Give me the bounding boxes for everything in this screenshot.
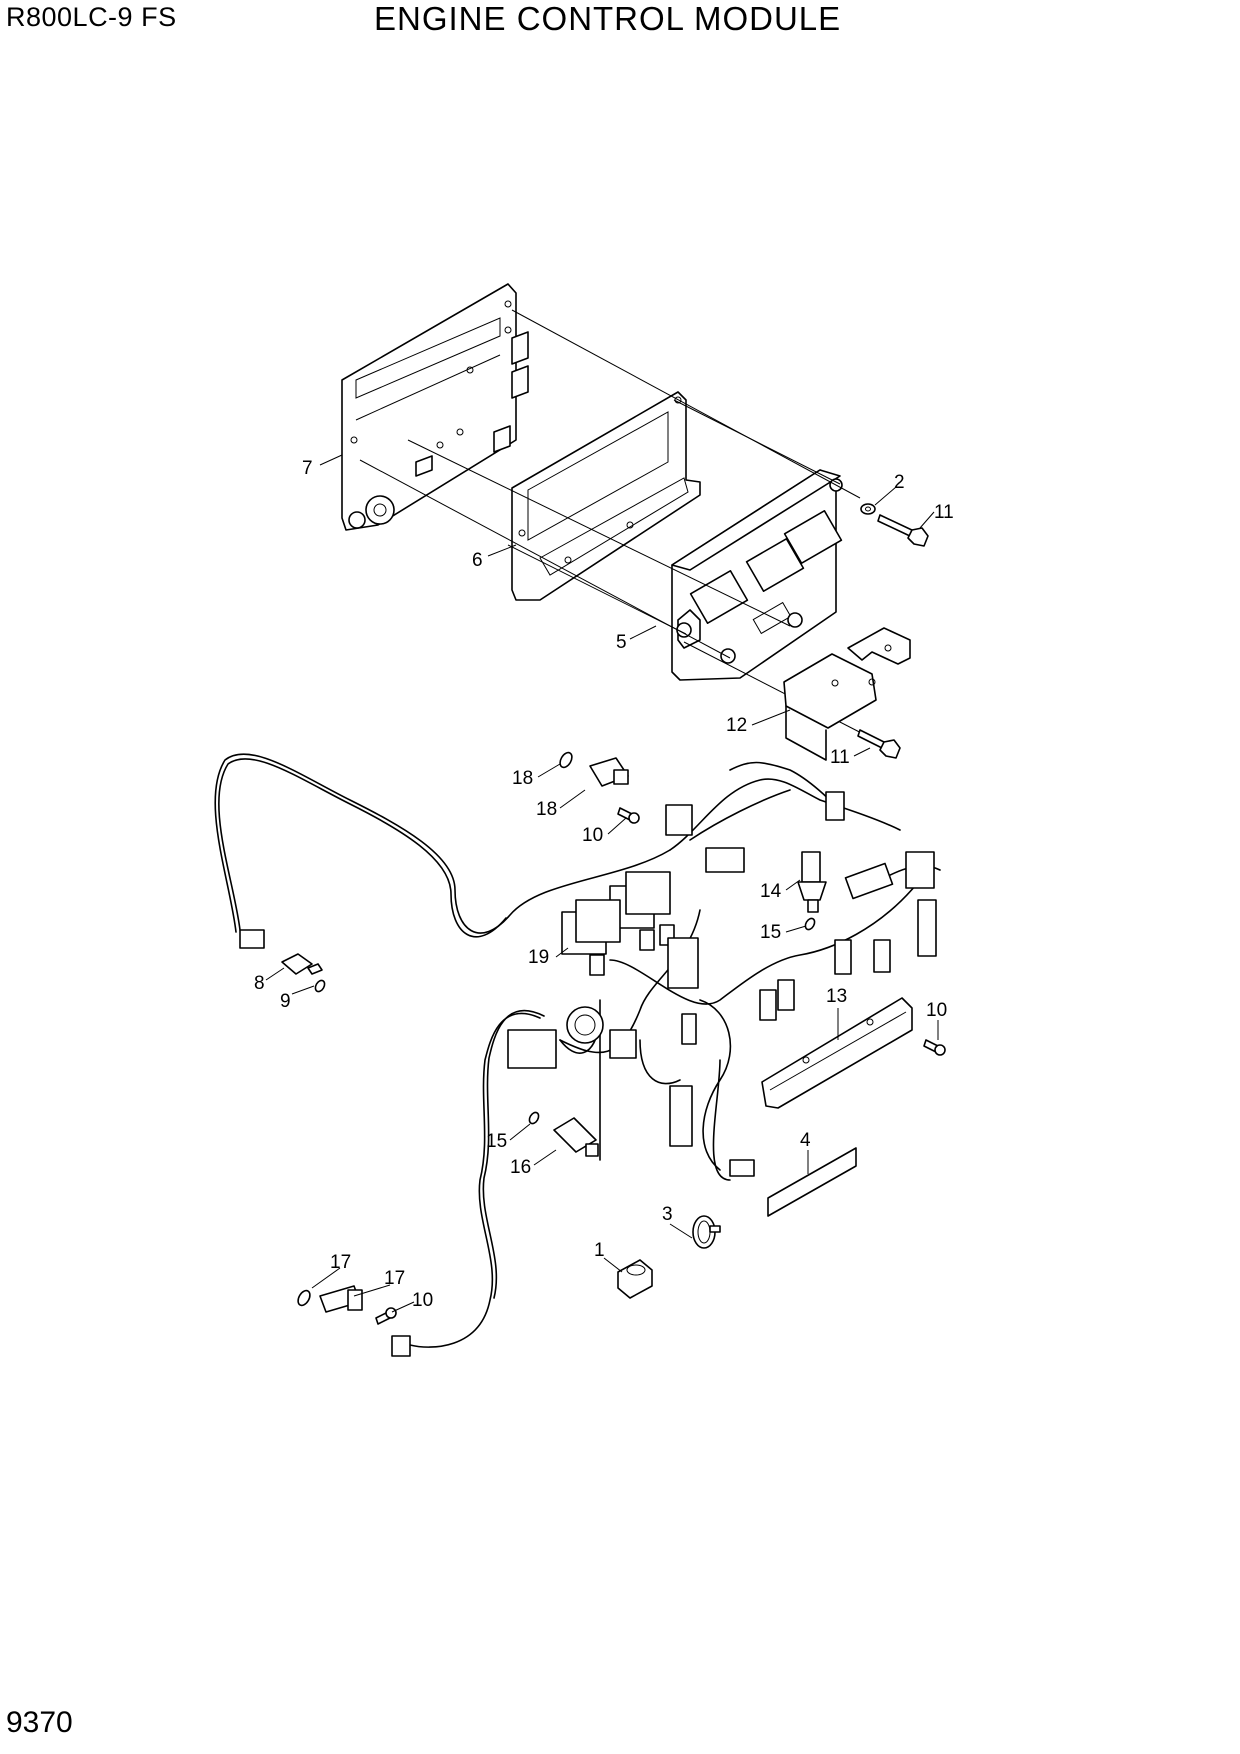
callout-4: 4 <box>800 1130 811 1151</box>
callout-19: 19 <box>528 947 549 968</box>
callout-10-right: 10 <box>926 1000 947 1021</box>
callout-numbers: 7 6 5 2 11 12 11 18 18 10 14 15 19 8 9 1… <box>254 458 954 1311</box>
part-10-bolts <box>375 807 946 1325</box>
model-label: R800LC-9 FS <box>6 2 177 32</box>
callout-1: 1 <box>594 1240 605 1261</box>
part-9-o-ring <box>314 979 326 993</box>
callout-9: 9 <box>280 991 291 1012</box>
part-2-washer <box>860 503 876 515</box>
part-17-o-rings <box>297 751 573 1307</box>
assembly-center-lines <box>359 309 876 741</box>
part-13-rail <box>761 997 913 1109</box>
callout-17-upper: 18 <box>512 768 533 789</box>
part-4-label-strip <box>767 1147 857 1217</box>
callout-12: 12 <box>726 715 747 736</box>
callout-5: 5 <box>616 632 627 653</box>
callout-3: 3 <box>662 1204 673 1225</box>
part-6-gasket <box>511 391 701 601</box>
callout-10-lower: 10 <box>412 1290 433 1311</box>
part-11-bolt-upper <box>877 514 929 547</box>
callout-18-lower: 17 <box>384 1268 405 1289</box>
page-title: ENGINE CONTROL MODULE <box>374 0 842 37</box>
part-11-bolt-lower <box>857 729 901 759</box>
part-1-clip <box>617 1259 653 1299</box>
callout-18-upper: 18 <box>536 799 557 820</box>
callout-15-upper: 15 <box>760 922 781 943</box>
part-14-sensor <box>797 851 827 913</box>
callout-6: 6 <box>472 550 483 571</box>
callout-10-upper: 10 <box>582 825 603 846</box>
callout-13: 13 <box>826 986 847 1007</box>
part-7-mounting-plate <box>341 283 529 531</box>
callout-14: 14 <box>760 881 782 902</box>
callout-7: 7 <box>302 458 313 479</box>
part-16-sensor <box>553 1117 599 1157</box>
harness-connectors <box>239 791 937 1357</box>
callout-2: 2 <box>894 472 905 493</box>
part-3-clamp <box>692 1215 721 1249</box>
callout-15-lower: 15 <box>486 1131 507 1152</box>
part-12-bracket <box>783 627 911 761</box>
callout-leaders <box>265 454 939 1313</box>
part-19-connector-block <box>561 871 699 989</box>
part-8-sensor <box>281 953 323 975</box>
callout-11-upper: 11 <box>934 502 954 523</box>
callout-17-lower: 17 <box>330 1252 351 1273</box>
callout-8: 8 <box>254 973 265 994</box>
callout-16: 16 <box>510 1157 531 1178</box>
part-5-ecm-housing <box>671 469 843 681</box>
page-number: 9370 <box>6 1706 73 1739</box>
part-15-o-rings <box>528 917 816 1125</box>
callout-11-lower: 11 <box>830 747 850 768</box>
